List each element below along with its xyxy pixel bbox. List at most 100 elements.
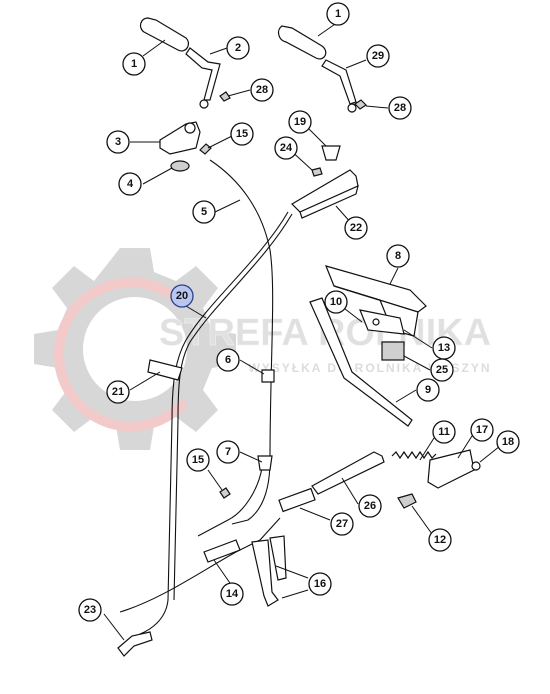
svg-text:26: 26 [364, 500, 376, 512]
callout-9: 9 [416, 378, 440, 402]
cable-14 [119, 517, 281, 613]
callout-2: 2 [226, 36, 250, 60]
callout-12: 12 [428, 528, 452, 552]
svg-text:2: 2 [235, 42, 241, 54]
svg-text:24: 24 [280, 142, 293, 154]
pin-24 [311, 167, 323, 177]
lever-10 [309, 297, 413, 427]
svg-text:21: 21 [112, 386, 124, 398]
callout-1-left: 1 [122, 52, 146, 76]
bracket-6 [261, 369, 275, 383]
svg-text:23: 23 [84, 604, 96, 616]
svg-text:10: 10 [330, 296, 342, 308]
clip-15-lower [219, 487, 231, 499]
right-lever-rod [321, 59, 357, 105]
svg-text:1: 1 [131, 58, 137, 70]
svg-text:18: 18 [502, 436, 514, 448]
bracket-16b [269, 535, 287, 581]
block-12 [397, 493, 417, 509]
sleeve-27 [278, 487, 316, 513]
svg-text:20: 20 [176, 290, 188, 302]
callout-15-lower: 15 [186, 448, 210, 472]
watermark-slogan: WYSYŁKA DO ROLNIKA WYSZYN [248, 361, 491, 375]
spring-and-lever [391, 449, 481, 509]
svg-text:13: 13 [438, 342, 450, 354]
pedal-22 [291, 169, 359, 219]
callout-10: 10 [324, 290, 348, 314]
callout-18: 18 [496, 430, 520, 454]
callout-11: 11 [432, 420, 456, 444]
callout-17: 17 [470, 418, 494, 442]
svg-text:16: 16 [314, 578, 326, 590]
svg-text:11: 11 [438, 426, 450, 438]
right-handle-assembly [277, 25, 367, 177]
right-grip [277, 25, 327, 60]
lever-end [199, 99, 209, 109]
callout-8: 8 [386, 244, 410, 268]
leader-lines [103, 21, 501, 641]
bolt-13 [372, 318, 380, 326]
svg-text:22: 22 [350, 222, 362, 234]
block-25 [381, 341, 405, 361]
callout-1-right: 1 [326, 2, 350, 26]
callout-26: 26 [358, 494, 382, 518]
rod-26-27 [278, 451, 385, 513]
callout-21: 21 [106, 380, 130, 404]
callout-7: 7 [216, 440, 240, 464]
clip-28-right [354, 99, 367, 110]
callout-28-left: 28 [250, 78, 274, 102]
svg-text:5: 5 [201, 206, 207, 218]
svg-text:17: 17 [476, 424, 488, 436]
svg-text:9: 9 [425, 384, 431, 396]
bracket-16 [251, 539, 279, 607]
left-grip [139, 17, 190, 52]
callout-24: 24 [274, 136, 298, 160]
svg-text:12: 12 [434, 534, 446, 546]
left-lever-rod [185, 47, 221, 101]
clamp-14 [203, 539, 241, 563]
callout-16: 16 [308, 572, 332, 596]
callout-13: 13 [432, 336, 456, 360]
watermark-ring [53, 277, 187, 432]
left-handle-assembly [139, 17, 231, 172]
cable-5 [209, 159, 274, 525]
callout-15-top: 15 [230, 122, 254, 146]
callout-23: 23 [78, 598, 102, 622]
bracket-21 [147, 359, 183, 381]
svg-text:28: 28 [256, 84, 268, 96]
cable-20 [139, 211, 289, 635]
svg-text:28: 28 [394, 102, 406, 114]
svg-text:14: 14 [226, 588, 239, 600]
pivot-boss [184, 122, 196, 134]
clip-28-left [219, 91, 231, 102]
pedal-bracket-8 [309, 265, 427, 427]
svg-text:8: 8 [395, 250, 401, 262]
callout-29: 29 [366, 44, 390, 68]
callout-19: 19 [288, 110, 312, 134]
callout-6: 6 [216, 348, 240, 372]
cable-20b [173, 213, 293, 601]
svg-text:15: 15 [192, 454, 204, 466]
cable-end-23 [117, 631, 153, 657]
callout-4: 4 [118, 172, 142, 196]
spring-11 [391, 450, 437, 460]
svg-text:7: 7 [225, 446, 231, 458]
svg-text:27: 27 [336, 518, 348, 530]
washer-4 [170, 160, 190, 172]
cables [117, 159, 293, 657]
clip-15-top [199, 143, 212, 155]
lever-17 [427, 449, 475, 489]
knob-19 [321, 145, 341, 161]
svg-text:6: 6 [225, 354, 231, 366]
callout-20-highlighted[interactable]: 20 [170, 284, 194, 308]
collar-7 [257, 455, 273, 471]
svg-text:19: 19 [294, 116, 306, 128]
cable-7 [197, 455, 265, 537]
rod-26 [311, 451, 385, 495]
callout-14: 14 [220, 582, 244, 606]
svg-text:25: 25 [436, 364, 448, 376]
callout-25: 25 [430, 358, 454, 382]
svg-text:1: 1 [335, 8, 341, 20]
svg-text:29: 29 [372, 50, 384, 62]
